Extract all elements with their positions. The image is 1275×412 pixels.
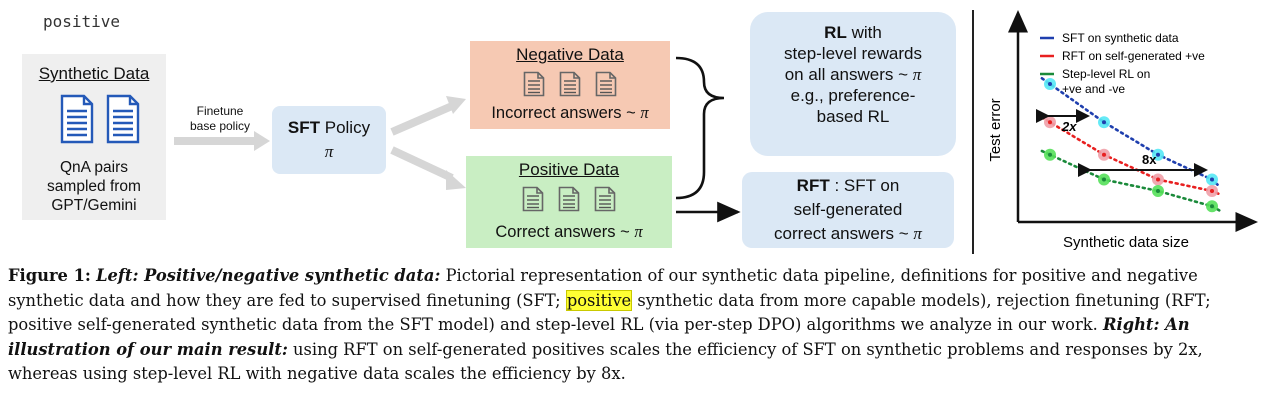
x-axis-label: Synthetic data size [1063, 234, 1189, 251]
negative-data-title: Negative Data [516, 45, 624, 64]
negative-data-box: Negative Data Incorrect answers ~ π [470, 41, 670, 129]
synthetic-data-title: Synthetic Data [38, 64, 150, 83]
legend: SFT on synthetic data RFT on self-genera… [1040, 31, 1205, 96]
data-point-core-sft-3 [1210, 177, 1214, 182]
data-point-core-rft-3 [1210, 189, 1214, 193]
document-icon [60, 94, 94, 149]
scaling-chart: Test error Synthetic data size SFT on sy… [987, 10, 1258, 251]
curly-brace [675, 56, 725, 200]
positive-data-footer: Correct answers ~ π [495, 222, 643, 241]
synthetic-data-box: Synthetic Data QnA pairs sampled from GP… [22, 54, 166, 220]
legend-label-rl: Step-level RL on [1062, 67, 1150, 81]
data-point-core-rl-3 [1210, 204, 1214, 209]
document-icon [523, 71, 545, 97]
data-point-core-rft-2 [1156, 177, 1160, 182]
document-icon [559, 71, 581, 97]
positive-data-box: Positive Data Correct answers ~ π [466, 156, 672, 248]
legend-label-sft: SFT on synthetic data [1062, 31, 1179, 45]
data-point-core-rl-2 [1156, 189, 1160, 193]
series-layer [1040, 77, 1222, 213]
pi-symbol: π [324, 142, 334, 161]
highlighted-word[interactable]: positive [565, 289, 633, 311]
arrow-finetune [174, 131, 270, 151]
document-icon [106, 94, 140, 149]
panel-divider [972, 10, 974, 254]
data-point-core-rft-0 [1048, 120, 1052, 125]
data-point-core-rl-1 [1102, 177, 1106, 182]
legend-label-rl-line2: +ve and -ve [1062, 82, 1125, 96]
finetune-label: Finetune base policy [189, 104, 251, 133]
annotation-2x-label: 2x [1061, 119, 1077, 134]
synthetic-data-description: QnA pairs sampled from GPT/Gemini [47, 159, 141, 214]
figure-label: Figure 1: [8, 266, 91, 285]
data-point-core-rl-0 [1048, 152, 1052, 157]
annotation-8x: 8x [1078, 152, 1208, 177]
arrow-to-negative [390, 96, 466, 136]
caption-right-label: Right: An illustration of our main resul… [8, 315, 1190, 359]
data-point-core-rft-1 [1102, 152, 1106, 157]
annotation-2x: 2x [1036, 109, 1090, 134]
flow-arrows [174, 56, 741, 223]
data-point-core-sft-2 [1156, 152, 1160, 157]
annotation-8x-label: 8x [1142, 152, 1157, 167]
data-point-core-sft-0 [1048, 82, 1052, 86]
legend-label-rft: RFT on self-generated +ve [1062, 49, 1205, 63]
document-icon [558, 186, 580, 212]
document-icon [594, 186, 616, 212]
positive-data-title: Positive Data [518, 160, 620, 179]
figure-caption: Figure 1: Left: Positive/negative synthe… [8, 266, 1211, 383]
data-point-core-sft-1 [1102, 120, 1106, 125]
y-axis-label: Test error [987, 98, 1004, 161]
arrow-to-positive [390, 146, 466, 190]
rft-box: RFT : SFT on self-generated correct answ… [742, 172, 954, 248]
document-icon [522, 186, 544, 212]
negative-data-footer: Incorrect answers ~ π [491, 103, 649, 122]
top-tag: positive [43, 12, 121, 31]
rl-box: RL with step-level rewards on all answer… [750, 12, 956, 156]
series-line-rl [1040, 149, 1222, 213]
caption-left-label: Left: Positive/negative synthetic data: [96, 266, 441, 285]
document-icon [595, 71, 617, 97]
sft-policy-box: SFT Policy π [272, 106, 386, 174]
